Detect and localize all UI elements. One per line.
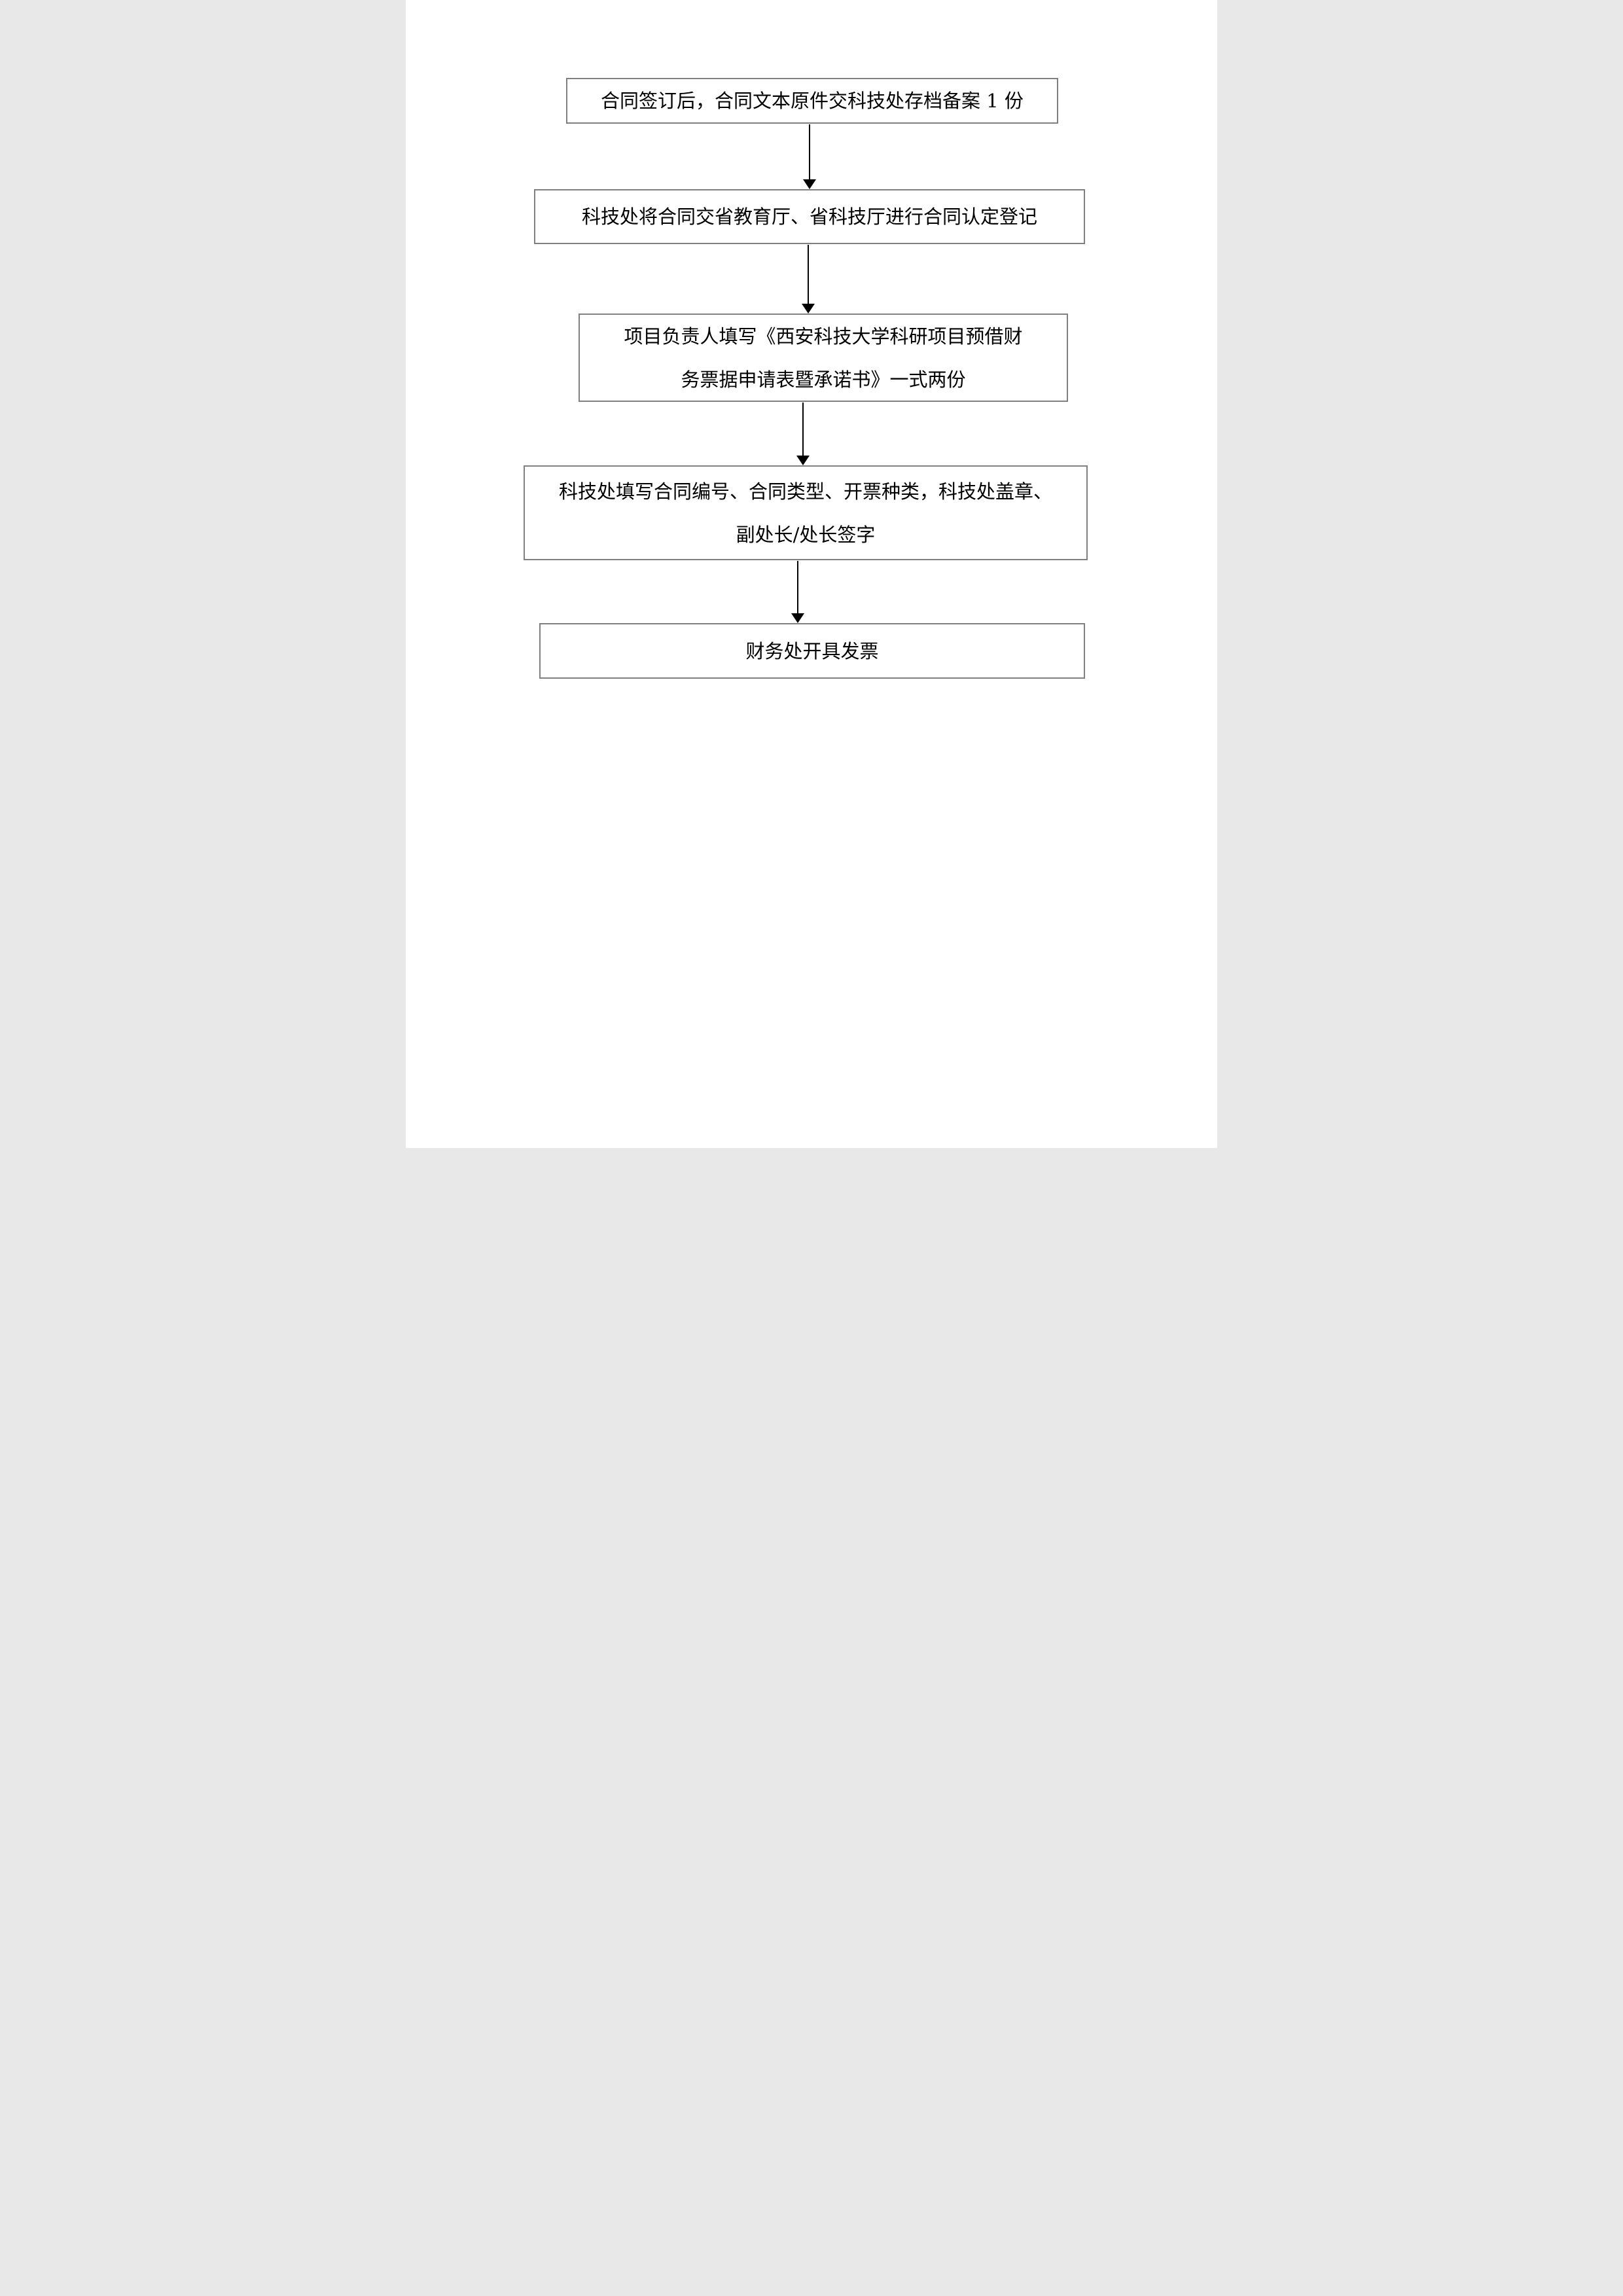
arrow-head-icon xyxy=(796,456,810,465)
arrow-head-icon xyxy=(803,179,816,189)
flow-step-text-line-1: 项目负责人填写《西安科技大学科研项目预借财 xyxy=(624,325,1023,348)
flow-step-text: 科技处将合同交省教育厅、省科技厅进行合同认定登记 xyxy=(581,206,1037,228)
arrow-stem xyxy=(808,245,809,304)
document-page: 合同签订后，合同文本原件交科技处存档备案 1 份 科技处将合同交省教育厅、省科技… xyxy=(406,0,1217,1148)
flow-step-keji-office-fill-stamp-sign: 科技处填写合同编号、合同类型、开票种类，科技处盖章、 副处长/处长签字 xyxy=(524,465,1088,560)
flow-step-leader-fill-application: 项目负责人填写《西安科技大学科研项目预借财 务票据申请表暨承诺书》一式两份 xyxy=(579,314,1068,402)
flow-step-text: 财务处开具发票 xyxy=(745,639,879,662)
down-arrow-1 xyxy=(803,124,816,189)
down-arrow-4 xyxy=(791,561,804,623)
flow-step-text-line-2: 务票据申请表暨承诺书》一式两份 xyxy=(681,368,966,391)
flow-step-contract-registration: 科技处将合同交省教育厅、省科技厅进行合同认定登记 xyxy=(534,189,1085,244)
flow-step-text-line-1: 科技处填写合同编号、合同类型、开票种类，科技处盖章、 xyxy=(558,480,1052,503)
flow-step-text-line-2: 副处长/处长签字 xyxy=(736,523,876,546)
down-arrow-3 xyxy=(796,403,810,465)
arrow-stem xyxy=(797,561,798,613)
arrow-head-icon xyxy=(802,304,815,314)
flow-step-finance-issue-invoice: 财务处开具发票 xyxy=(539,623,1085,679)
arrow-stem xyxy=(809,124,810,179)
down-arrow-2 xyxy=(802,245,815,314)
arrow-stem xyxy=(802,403,804,456)
flow-step-text: 合同签订后，合同文本原件交科技处存档备案 1 份 xyxy=(601,90,1024,112)
flow-step-contract-archive: 合同签订后，合同文本原件交科技处存档备案 1 份 xyxy=(566,78,1058,124)
arrow-head-icon xyxy=(791,613,804,623)
